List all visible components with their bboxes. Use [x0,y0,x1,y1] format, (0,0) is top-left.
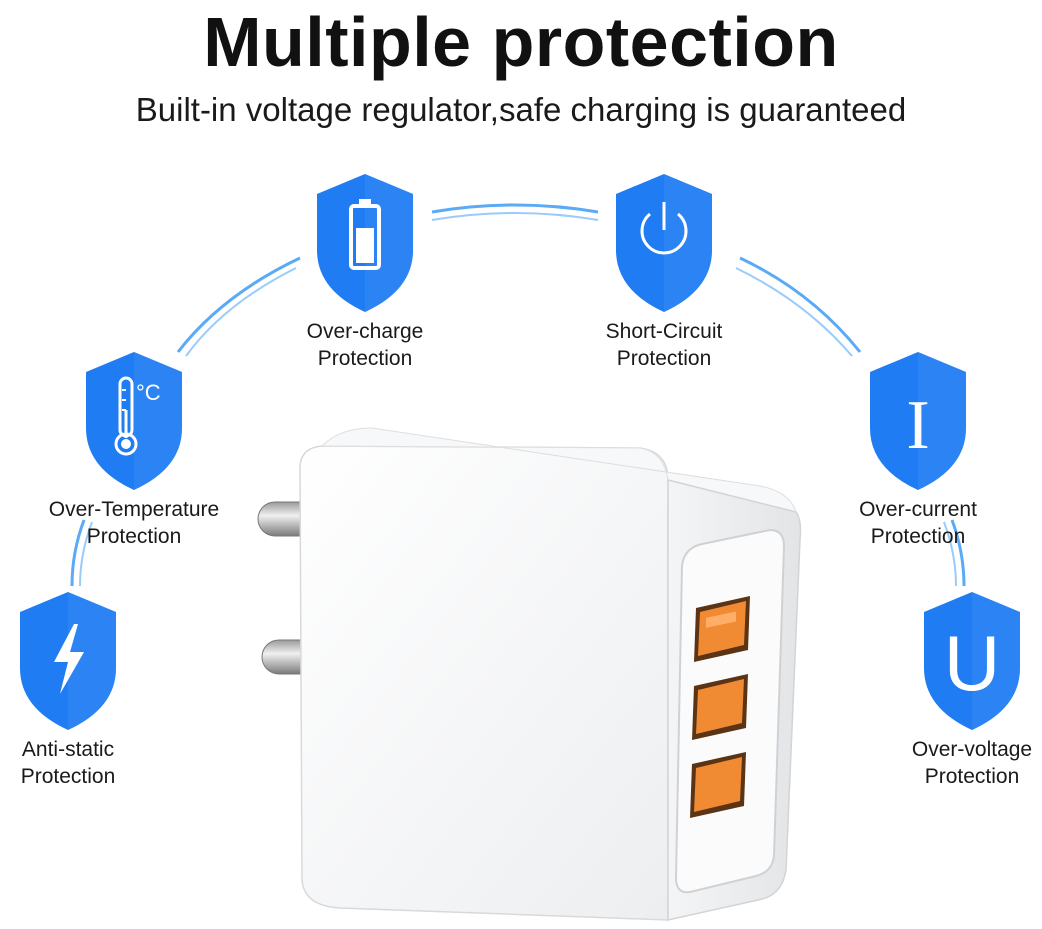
feature-over-voltage: U Over-voltage Protection [872,590,1042,790]
feature-label-line2: Protection [870,525,966,548]
arc-lower-right [950,519,966,587]
arc-upper-left [176,256,301,353]
feature-label-line1: Over-charge [306,320,424,343]
shield-icon: °C [86,352,182,490]
feature-over-current: I Over-current Protection [818,350,1018,550]
page-subtitle: Built-in voltage regulator,safe charging… [135,91,907,128]
celsius-text: °C [136,380,161,405]
lightning-icon [54,624,84,694]
arc-top [431,203,599,214]
feature-label-line1: Anti-static [21,738,115,761]
feature-short-circuit: Short-Circuit Protection [564,172,764,372]
thermometer-icon: °C [114,376,161,456]
voltage-icon: U [944,619,1000,707]
shield-icon [317,174,413,312]
feature-anti-static: Anti-static Protection [0,590,168,790]
feature-label-line1: Over-voltage [911,738,1033,761]
feature-label-line2: Protection [317,347,413,370]
arc-lower-left [70,519,86,587]
feature-over-charge: Over-charge Protection [265,172,465,372]
feature-label-line2: Protection [20,765,116,788]
feature-label-line1: Short-Circuit [605,320,723,343]
battery-icon [349,199,381,270]
current-icon: I [906,387,929,464]
shield-icon: U [924,592,1020,730]
shield-icon [20,592,116,730]
usb-ports [690,596,750,818]
feature-label-line2: Protection [924,765,1020,788]
shield-icon: I [870,352,966,490]
arc-upper-right [739,256,862,353]
feature-label-line1: Over-current [859,498,977,521]
feature-label-line1: Over-Temperature [48,498,220,521]
feature-label-line2: Protection [616,347,712,370]
shield-icon [616,174,712,312]
page-title: Multiple protection [203,3,839,81]
feature-label-line2: Protection [86,525,182,548]
power-icon [640,202,688,255]
feature-over-temperature: °C Over-Temperature Protection [34,350,234,550]
